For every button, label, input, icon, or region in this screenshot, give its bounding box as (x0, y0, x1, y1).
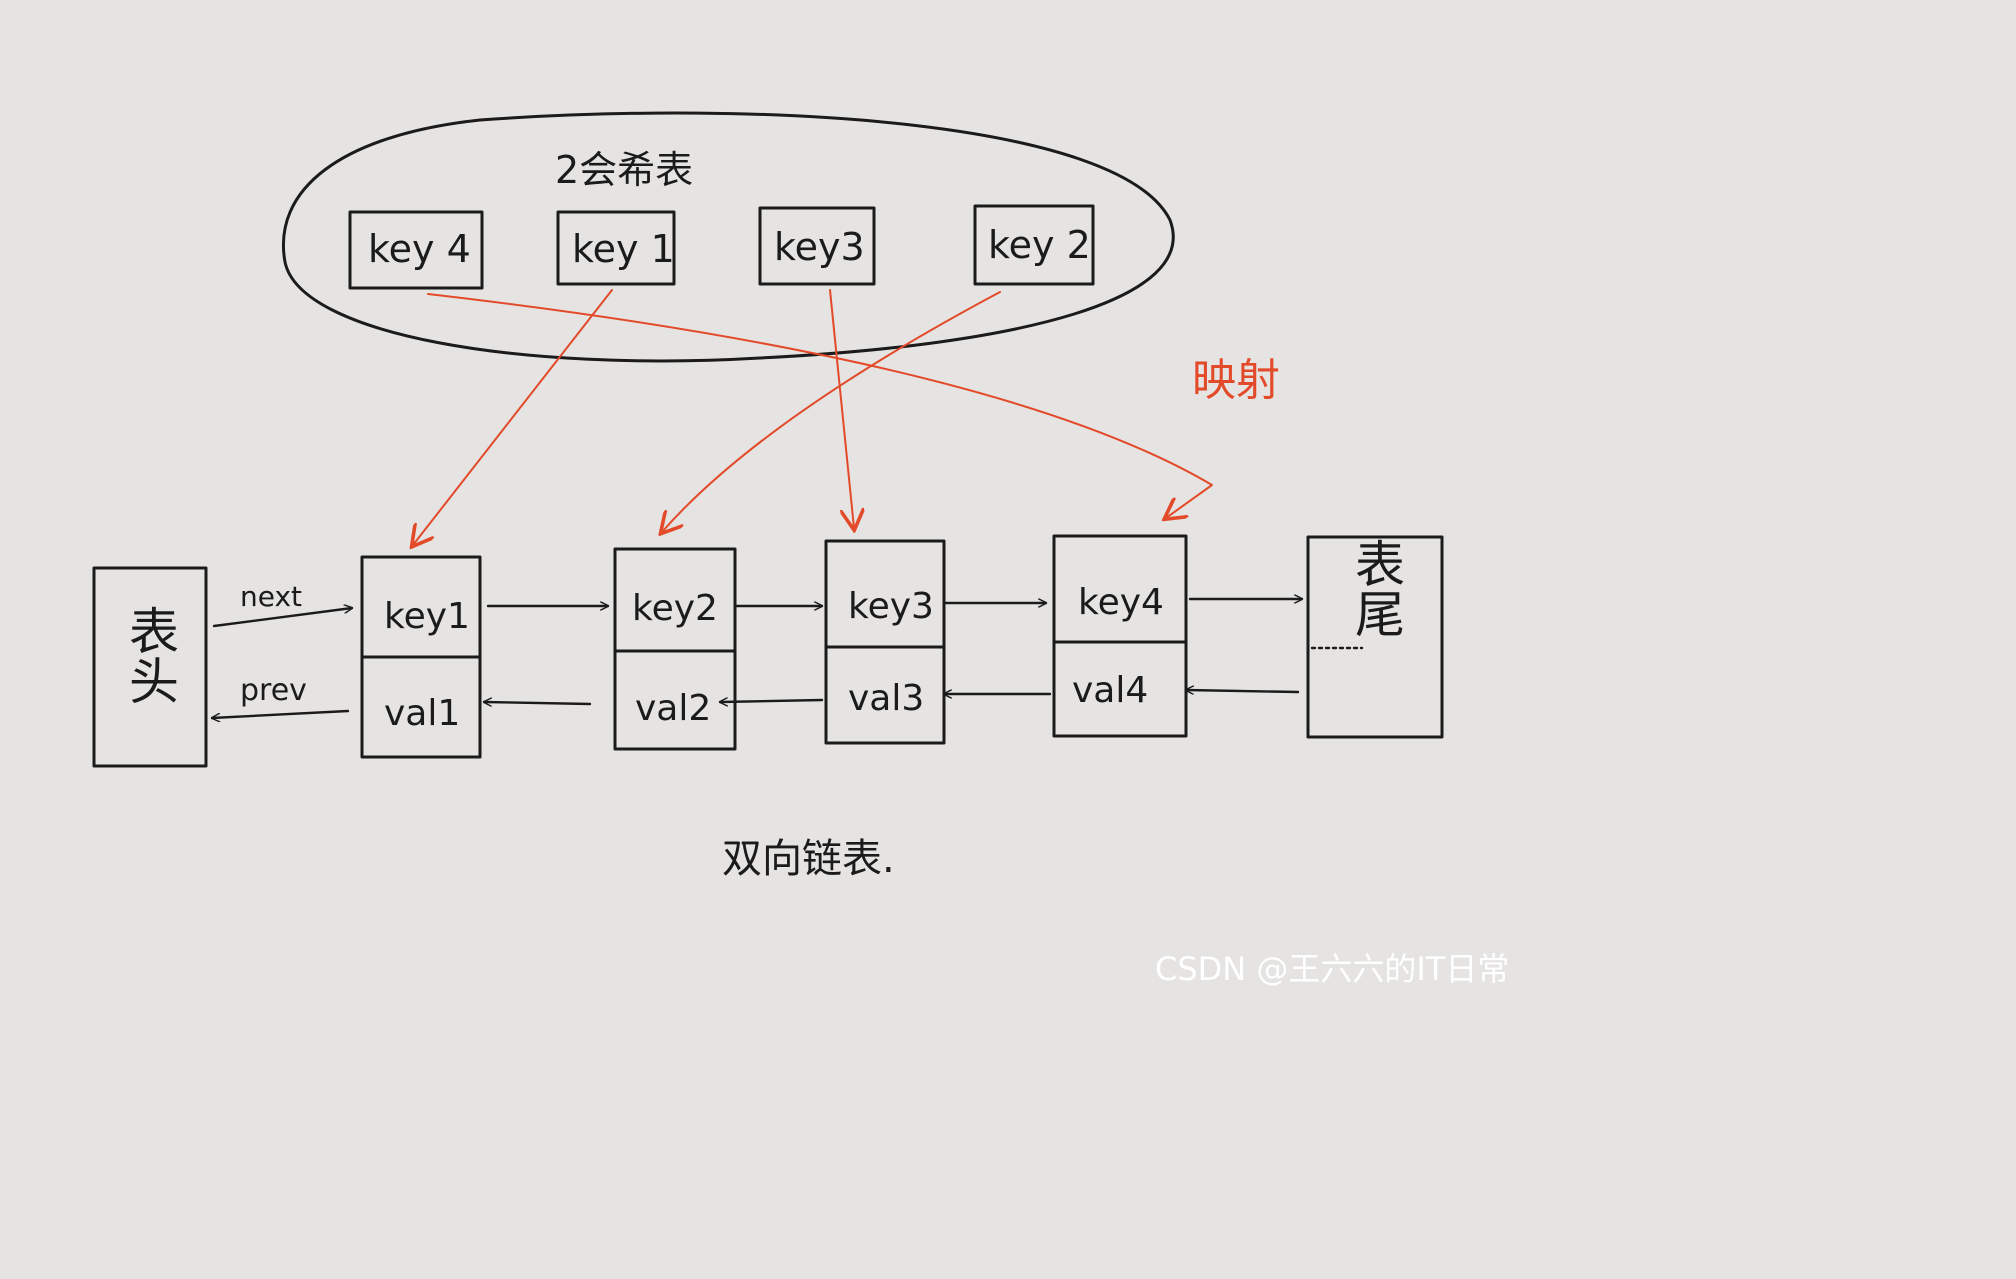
mapping-arrow-key4 (427, 293, 1213, 518)
hash-key-label: key3 (774, 225, 865, 269)
list-head: 表头 (92, 566, 208, 768)
prev-arrow (482, 702, 592, 704)
node-key: key4 (1078, 582, 1164, 623)
list-node-1: key1 val1 (360, 555, 482, 759)
hash-key-box-4: key 4 (348, 210, 484, 290)
node-val: val4 (1072, 670, 1148, 711)
node-key: key2 (632, 588, 718, 629)
list-tail: 表尾 (1306, 535, 1444, 739)
hash-table-title: 2会希表 (555, 148, 693, 192)
hash-key-box-3: key3 (758, 206, 876, 286)
hash-key-label: key 4 (368, 227, 471, 271)
watermark: CSDN @王六六的IT日常 (1155, 950, 1509, 988)
node-key: key3 (848, 586, 934, 627)
prev-arrow (1184, 690, 1300, 692)
head-label: 表头 (121, 605, 179, 705)
next-arrow-head (212, 608, 352, 628)
tail-label: 表尾 (1347, 538, 1405, 638)
prev-arrow (718, 700, 824, 702)
hash-key-label: key 1 (572, 227, 675, 271)
list-node-4: key4 val4 (1052, 534, 1188, 738)
mapping-label: 映射 (1192, 355, 1280, 406)
hash-key-label: key 2 (988, 223, 1091, 267)
node-key: key1 (384, 596, 470, 637)
next-label: next (240, 580, 302, 613)
hash-table-outline (282, 111, 1175, 363)
mapping-arrow-key3 (829, 289, 854, 528)
list-node-2: key2 val2 (613, 547, 737, 751)
hash-key-box-1: key 1 (556, 210, 676, 286)
diagram-canvas: 2会希表 key 4 key 1 key3 key 2 映射 表头 next p… (92, 111, 1509, 988)
mapping-arrow-key1 (413, 289, 613, 545)
diagram-svg: 2会希表 key 4 key 1 key3 key 2 映射 表头 next p… (92, 111, 1509, 988)
node-val: val2 (635, 688, 711, 729)
mapping-arrow-key2 (662, 291, 1001, 532)
prev-label: prev (240, 673, 307, 708)
list-node-3: key3 val3 (824, 539, 946, 745)
node-val: val3 (848, 678, 924, 719)
list-caption: 双向链表. (722, 836, 895, 882)
prev-arrow-head (210, 709, 350, 718)
hash-key-box-2: key 2 (973, 204, 1095, 286)
node-val: val1 (384, 693, 460, 734)
